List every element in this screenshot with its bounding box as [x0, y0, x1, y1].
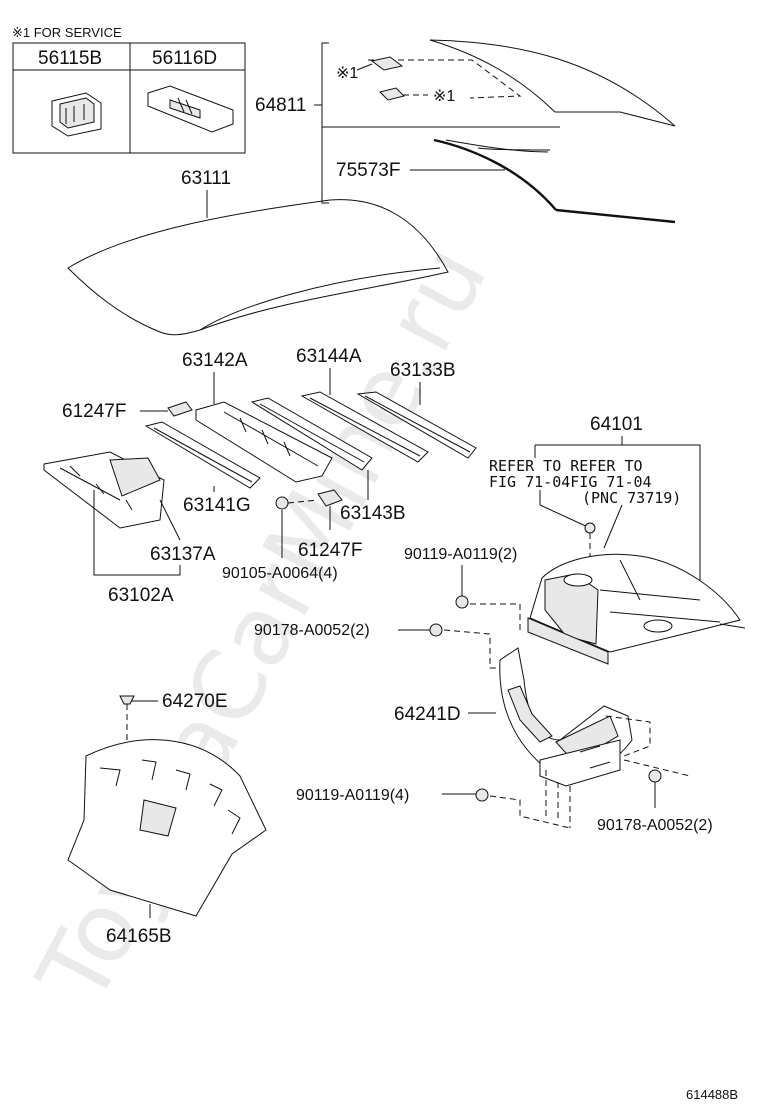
roof-bow-63143B — [250, 397, 373, 471]
part-label-61247F-b[interactable]: 61247F — [298, 540, 362, 561]
bracket-63102A — [93, 490, 181, 576]
bolt-90119-lower — [475, 788, 571, 829]
part-label-90178-A0052-b[interactable]: 90178-A0052(2) — [597, 817, 713, 834]
front-header-63137A — [43, 451, 165, 529]
part-label-64101[interactable]: 64101 — [590, 414, 643, 435]
clip-refer — [584, 522, 596, 560]
part-label-64241D[interactable]: 64241D — [394, 704, 461, 725]
part-label-90119-A0119-b[interactable]: 90119-A0119(4) — [296, 787, 409, 804]
part-label-63133B[interactable]: 63133B — [390, 360, 456, 381]
insulator-64165B — [67, 739, 267, 917]
clip-56116D-drawing — [147, 85, 234, 133]
service-mark-1a: ※1 — [336, 65, 358, 82]
partition-64241D — [499, 647, 633, 787]
part-label-63144A[interactable]: 63144A — [296, 346, 362, 367]
part-label-56116D[interactable]: 56116D — [152, 48, 217, 69]
clip-90105 — [275, 496, 319, 510]
windshield-glass — [368, 39, 676, 127]
clip-64270E — [119, 695, 135, 750]
roof-panel-63111 — [67, 199, 449, 336]
refer-line-3: (PNC 73719) — [582, 489, 681, 507]
part-label-90119-A0119-a[interactable]: 90119-A0119(2) — [404, 546, 517, 563]
bracket-61247F-lower — [317, 489, 343, 507]
roof-bow-63141G — [144, 421, 261, 489]
bracket-64101 — [534, 436, 701, 582]
part-label-64270E[interactable]: 64270E — [162, 691, 228, 712]
bracket-61247F-upper — [167, 401, 193, 417]
bracket-64811 — [314, 42, 560, 204]
part-label-63111[interactable]: 63111 — [181, 168, 231, 189]
molding-75573F — [433, 138, 676, 224]
service-note: ※1 FOR SERVICE — [12, 25, 122, 40]
part-label-61247F-a[interactable]: 61247F — [62, 401, 126, 422]
part-label-64811[interactable]: 64811 — [255, 95, 306, 116]
part-label-63143B[interactable]: 63143B — [340, 503, 406, 524]
part-label-63141G[interactable]: 63141G — [183, 495, 251, 516]
package-tray-64101 — [527, 553, 746, 665]
refer-line-2: FIG 71-04FIG 71-04 — [489, 473, 652, 491]
nut-90178-lower — [648, 769, 662, 783]
roof-bow-rear-63133B — [356, 391, 477, 459]
service-box — [12, 42, 246, 154]
part-label-63102A[interactable]: 63102A — [108, 585, 174, 606]
roof-bow-63142A — [195, 401, 333, 483]
refer-line-1: REFER TO REFER TO — [489, 457, 643, 475]
part-label-90105-A0064[interactable]: 90105-A0064(4) — [222, 565, 338, 582]
part-label-56115B[interactable]: 56115B — [38, 48, 102, 69]
bolt-90119-upper — [455, 595, 521, 632]
part-label-90178-A0052-a[interactable]: 90178-A0052(2) — [254, 622, 370, 639]
roof-bow-63144A — [300, 391, 429, 463]
figure-id: 614488B — [686, 1087, 738, 1102]
service-mark-1b: ※1 — [433, 88, 455, 105]
part-label-64165B[interactable]: 64165B — [106, 926, 172, 947]
part-label-63142A[interactable]: 63142A — [182, 350, 248, 371]
part-label-63137A[interactable]: 63137A — [150, 544, 216, 565]
part-label-75573F[interactable]: 75573F — [336, 160, 400, 181]
clip-56115B-drawing — [51, 92, 102, 137]
